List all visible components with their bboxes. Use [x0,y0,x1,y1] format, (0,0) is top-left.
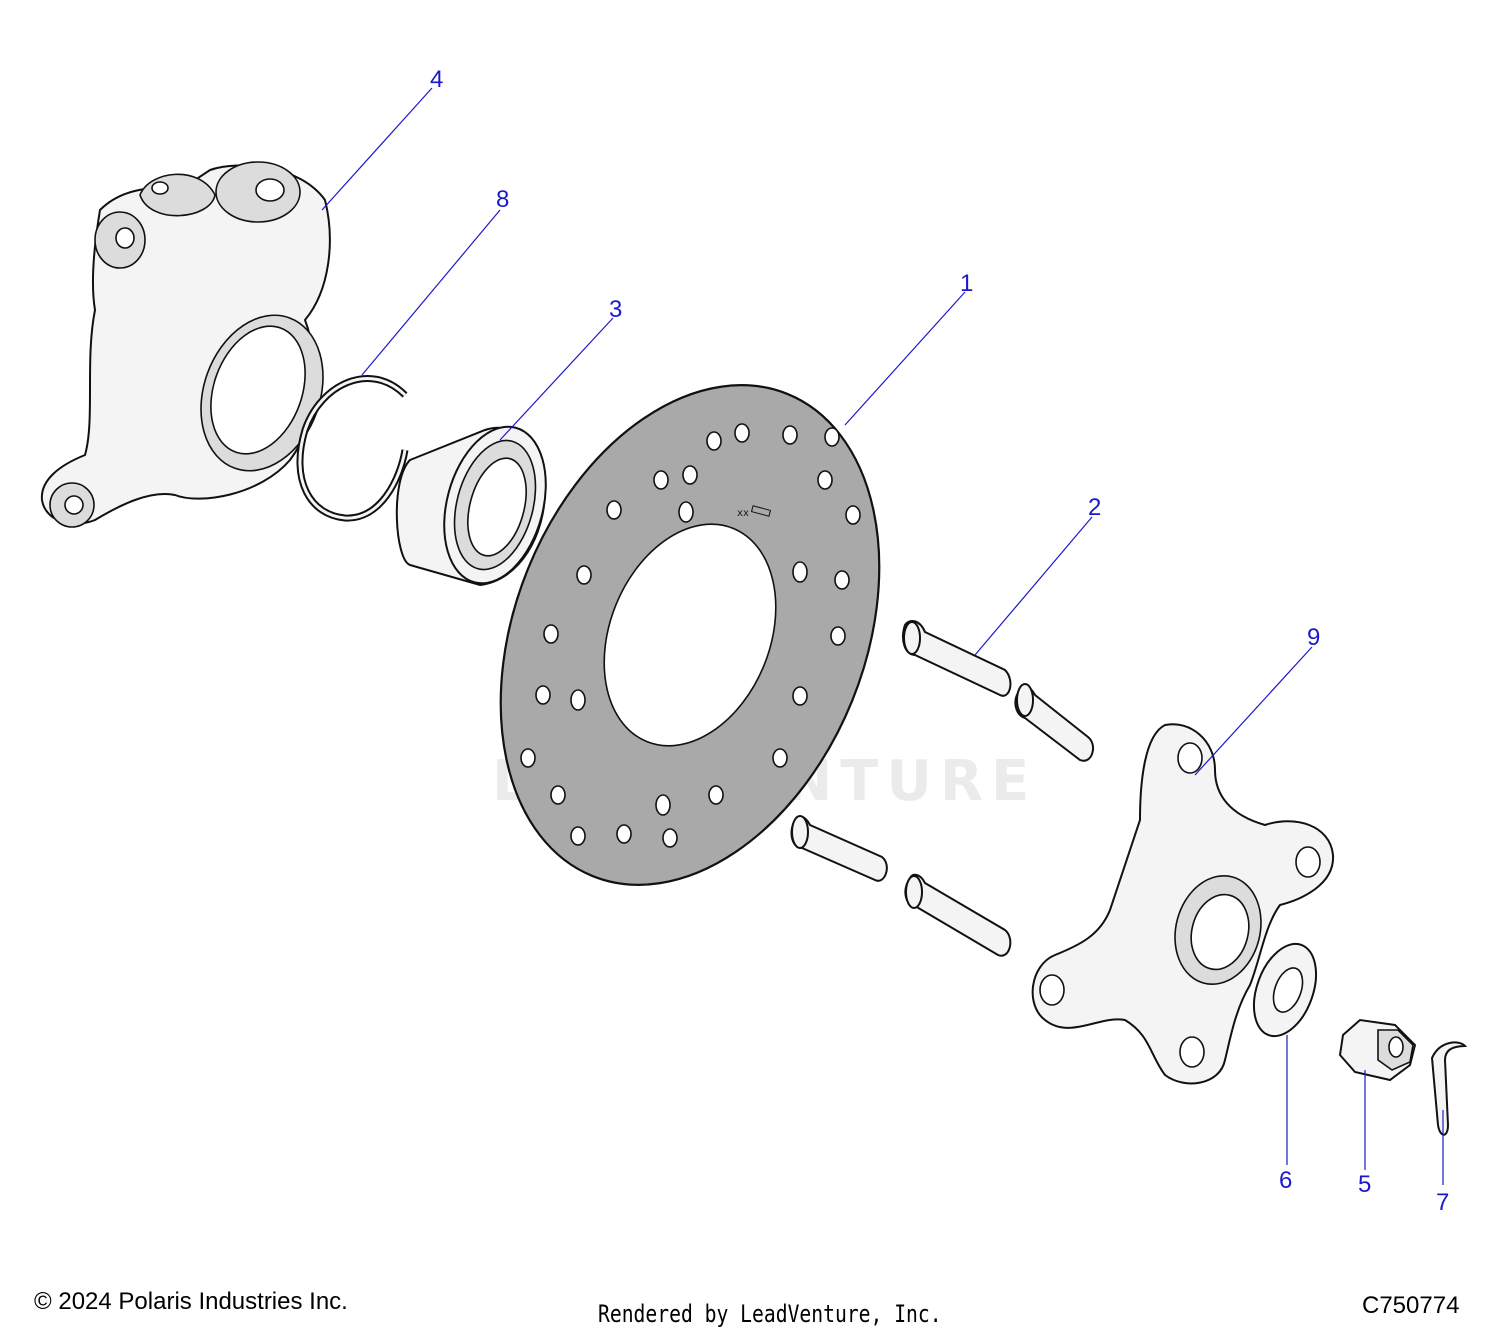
wheel-bearing-part-3 [395,425,547,587]
callout-4[interactable]: 4 [430,66,443,93]
callout-9[interactable]: 9 [1307,624,1320,651]
wheel-studs-part-2 [790,619,1095,957]
rotor-marking-box [750,505,772,517]
washer-part-6 [1252,942,1318,1038]
wheel-stud [904,873,1012,957]
callout-2[interactable]: 2 [1088,494,1101,521]
brake-rotor-part-1: xx [499,384,881,886]
rotor-holes [520,423,861,848]
callout-1[interactable]: 1 [960,270,973,297]
rotor-marking: xx [737,508,749,519]
wheel-stud [1014,683,1095,762]
castle-nut-part-5 [1338,1018,1417,1082]
callout-3[interactable]: 3 [609,296,622,323]
snap-ring-part-8 [296,375,409,522]
wheel-stud [902,619,1012,697]
wheel-stud [790,815,888,882]
copyright-text: © 2024 Polaris Industries Inc. [34,1288,348,1315]
leader-lines [321,87,1444,1185]
drawing-id: C750774 [1362,1292,1460,1319]
callout-8[interactable]: 8 [496,186,509,213]
cotter-pin-part-7 [1430,1041,1468,1136]
callout-7[interactable]: 7 [1436,1189,1449,1216]
rendered-by-text: Rendered by LeadVenture, Inc. [598,1300,942,1328]
steering-knuckle-part-4 [40,161,331,528]
wheel-hub-part-9 [1031,723,1335,1085]
callout-5[interactable]: 5 [1358,1171,1371,1198]
callout-6[interactable]: 6 [1279,1167,1292,1194]
